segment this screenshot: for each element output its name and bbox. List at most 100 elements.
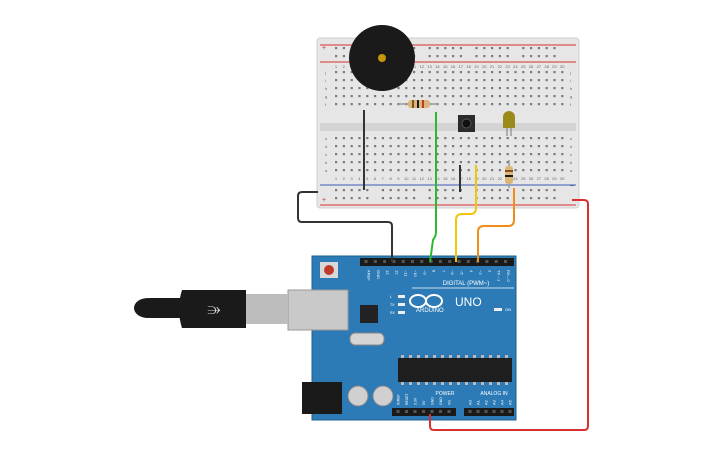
- wire-red[interactable]: [429, 199, 589, 431]
- breadboard-hole: [374, 103, 377, 106]
- digital-pin-hole[interactable]: [383, 260, 387, 263]
- column-number: 25: [521, 64, 526, 69]
- breadboard-hole: [553, 79, 556, 82]
- analog-pin-hole[interactable]: [508, 410, 512, 413]
- digital-pin-hole[interactable]: [420, 260, 424, 263]
- rail-hole: [530, 197, 533, 200]
- rail-hole: [381, 197, 384, 200]
- breadboard-hole: [459, 161, 462, 164]
- breadboard-hole: [358, 103, 361, 106]
- rail-hole: [350, 189, 353, 192]
- digital-pin-hole[interactable]: [457, 260, 461, 263]
- breadboard-hole: [389, 137, 392, 140]
- breadboard-hole: [413, 87, 416, 90]
- breadboard-hole: [389, 95, 392, 98]
- breadboard-hole: [561, 103, 564, 106]
- breadboard-hole: [506, 145, 509, 148]
- row-letter: e: [570, 136, 573, 141]
- chip-pin: [409, 355, 412, 358]
- piezo-buzzer[interactable]: [349, 25, 415, 91]
- digital-pin-label: ~3: [478, 270, 483, 275]
- rail-hole: [545, 197, 548, 200]
- digital-pin-hole[interactable]: [485, 260, 489, 263]
- breadboard-hole: [381, 95, 384, 98]
- analog-pin-hole[interactable]: [484, 410, 488, 413]
- power-pin-hole[interactable]: [447, 410, 451, 413]
- breadboard-hole: [467, 169, 470, 172]
- breadboard-hole: [522, 95, 525, 98]
- rail-hole: [452, 197, 455, 200]
- breadboard-hole: [498, 103, 501, 106]
- breadboard-hole: [397, 169, 400, 172]
- rail-hole: [405, 189, 408, 192]
- breadboard-holes: [335, 47, 564, 200]
- wire-yellow[interactable]: [455, 165, 477, 262]
- breadboard-hole: [475, 137, 478, 140]
- analog-pin-hole[interactable]: [500, 410, 504, 413]
- digital-pin-hole[interactable]: [448, 260, 452, 263]
- resistor-2[interactable]: [505, 160, 513, 188]
- wire-orange[interactable]: [477, 188, 515, 262]
- breadboard-hole: [397, 153, 400, 156]
- led[interactable]: [503, 111, 515, 136]
- breadboard-hole: [483, 79, 486, 82]
- rail-hole: [506, 189, 509, 192]
- breadboard-hole: [444, 169, 447, 172]
- breadboard-hole: [530, 161, 533, 164]
- push-button[interactable]: [458, 115, 475, 132]
- breadboard-hole: [420, 137, 423, 140]
- wire-green[interactable]: [429, 112, 437, 263]
- digital-pin-hole[interactable]: [411, 260, 414, 263]
- power-pin-hole[interactable]: [439, 410, 442, 413]
- breadboard-hole: [350, 87, 353, 90]
- resistor-1-band: [412, 100, 414, 108]
- digital-pin-hole[interactable]: [429, 260, 433, 263]
- digital-pin-hole[interactable]: [364, 260, 368, 263]
- analog-pin-hole[interactable]: [492, 410, 496, 413]
- power-pin-hole[interactable]: [396, 410, 400, 413]
- row-letter: a: [325, 168, 328, 173]
- breadboard-hole: [475, 79, 478, 82]
- digital-pin-hole[interactable]: [392, 260, 396, 263]
- breadboard-hole: [459, 95, 462, 98]
- rail-hole: [358, 197, 361, 200]
- breadboard-hole: [506, 137, 509, 140]
- digital-pin-hole[interactable]: [504, 260, 507, 263]
- digital-pin-hole[interactable]: [494, 260, 498, 263]
- breadboard-hole: [335, 153, 338, 156]
- column-number: 21: [490, 64, 495, 69]
- breadboard-hole: [553, 153, 556, 156]
- breadboard-hole: [342, 169, 345, 172]
- analog-pin-hole[interactable]: [476, 410, 480, 413]
- digital-pin-hole[interactable]: [438, 260, 442, 263]
- row-letter: f: [570, 102, 572, 107]
- power-pin-hole[interactable]: [413, 410, 417, 413]
- power-pin-label: 3.3V: [414, 397, 418, 405]
- analog-pin-hole[interactable]: [468, 410, 472, 413]
- breadboard-hole: [420, 71, 423, 74]
- breadboard-hole: [405, 95, 408, 98]
- chip-pin: [449, 355, 452, 358]
- resistor-1[interactable]: [400, 100, 438, 108]
- breadboard-hole: [444, 71, 447, 74]
- analog-pin-label: A2: [484, 399, 489, 405]
- rail-hole: [530, 55, 533, 58]
- power-pin-hole[interactable]: [430, 410, 434, 413]
- power-pin-hole[interactable]: [405, 410, 408, 413]
- breadboard-hole: [475, 87, 478, 90]
- power-pin-hole[interactable]: [422, 410, 425, 413]
- digital-pin-hole[interactable]: [373, 260, 377, 263]
- breadboard-hole: [350, 71, 353, 74]
- wire-black[interactable]: [297, 191, 393, 262]
- breadboard-hole: [491, 95, 494, 98]
- rail-hole: [537, 189, 540, 192]
- usb-cable[interactable]: ⭄: [134, 290, 288, 328]
- breadboard-hole: [545, 145, 548, 148]
- digital-pin-hole[interactable]: [466, 260, 470, 263]
- digital-pin-hole[interactable]: [401, 260, 405, 263]
- reset-button[interactable]: [324, 265, 334, 275]
